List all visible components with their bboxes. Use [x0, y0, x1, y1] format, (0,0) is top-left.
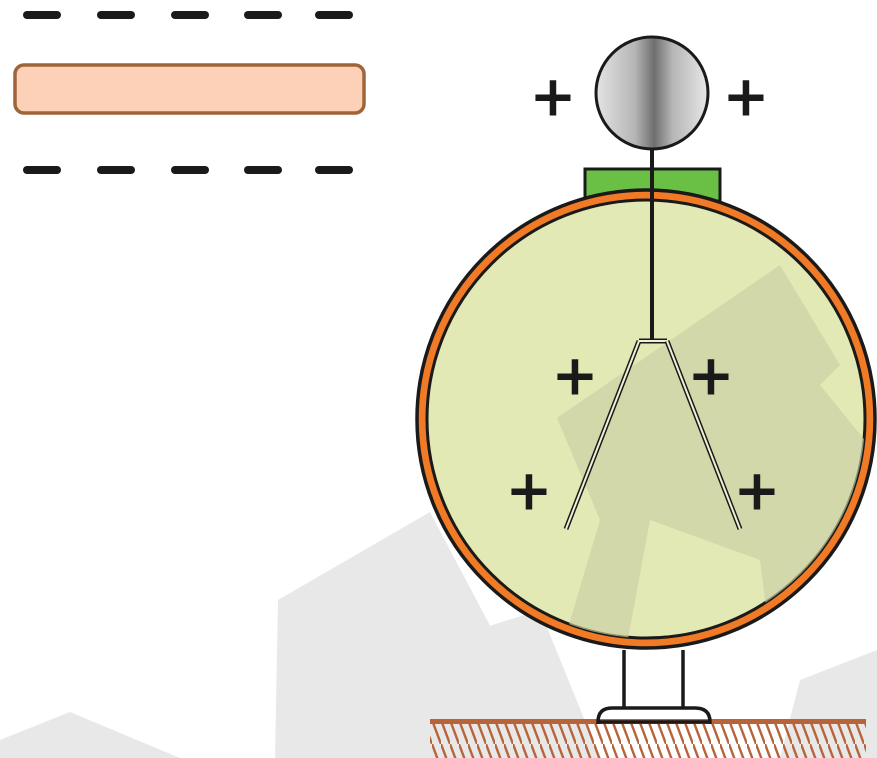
charged-rod: [13, 63, 366, 115]
ground: [430, 719, 866, 758]
positive-charge: +: [688, 344, 735, 409]
positive-charge: +: [506, 459, 553, 524]
metal-knob: [594, 35, 710, 151]
positive-charge: +: [552, 344, 599, 409]
knob-charges: + +: [530, 65, 770, 130]
positive-charge: +: [530, 65, 577, 130]
positive-charge: +: [723, 65, 770, 130]
glass-watermark: [557, 265, 865, 638]
gold-leaves: [563, 338, 743, 530]
leaf-charges: + + + +: [506, 344, 781, 524]
positive-charge: +: [734, 459, 781, 524]
electroscope-stand: [596, 650, 712, 724]
